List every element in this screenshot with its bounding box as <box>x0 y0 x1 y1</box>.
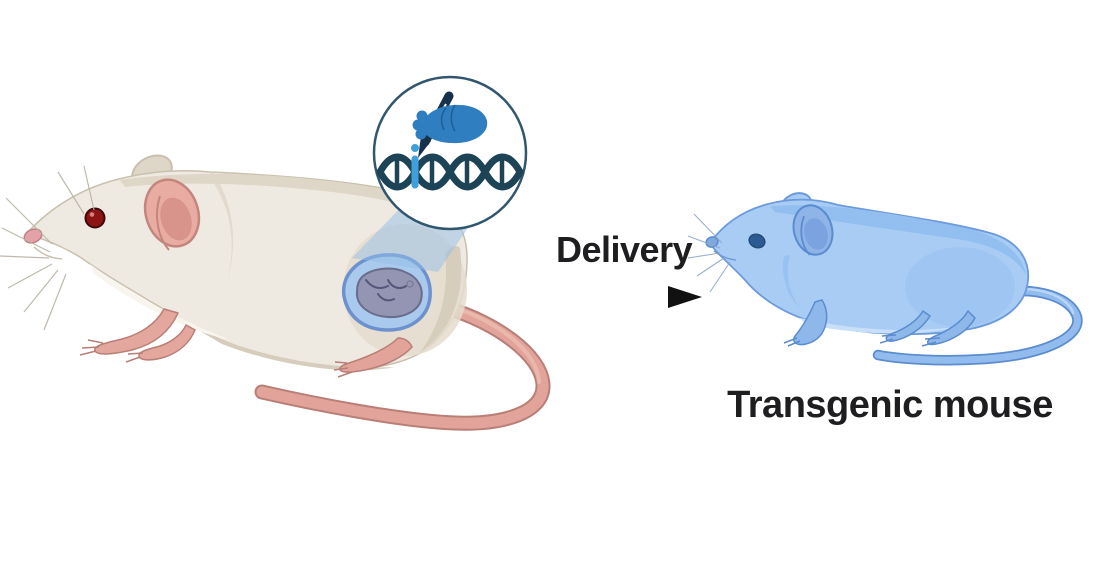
embryo-icon <box>355 267 423 319</box>
front-paw <box>783 299 828 347</box>
zoom-callout <box>352 75 528 272</box>
hind-paw <box>879 310 976 347</box>
delivery-label: Delivery <box>556 229 693 270</box>
belly-shade <box>198 330 395 371</box>
delivery-arrow <box>550 286 702 308</box>
rump-shade <box>420 246 462 352</box>
transgenic-mouse-illustration <box>687 192 1083 366</box>
body-shade <box>770 205 1026 275</box>
dna-helix-icon <box>376 144 524 191</box>
shoulder-crease <box>782 255 801 309</box>
mouse-ear-icon <box>143 178 201 251</box>
mouse-nose-icon <box>705 236 737 261</box>
haunch-shade <box>905 247 1015 327</box>
embryo-window <box>341 253 432 332</box>
hind-paw <box>333 337 413 378</box>
neck-shade <box>208 172 234 282</box>
whiskers <box>0 165 95 331</box>
mouse-ear-icon <box>792 204 834 256</box>
editing-hand-icon <box>412 104 488 144</box>
belly-highlight <box>800 318 955 334</box>
front-paw <box>79 308 196 363</box>
mouse-eye-icon <box>84 207 106 229</box>
transgenic-mouse-label: Transgenic mouse <box>727 384 1053 426</box>
body-shade <box>120 173 464 234</box>
mouse-body <box>708 198 1029 336</box>
mouse-tail <box>254 300 551 431</box>
arrowhead-icon <box>668 286 702 308</box>
mouse-eye-icon <box>748 233 766 249</box>
whiskers <box>687 213 731 293</box>
edited-base-highlight <box>411 144 419 189</box>
magnifier-circle-icon <box>372 75 528 231</box>
